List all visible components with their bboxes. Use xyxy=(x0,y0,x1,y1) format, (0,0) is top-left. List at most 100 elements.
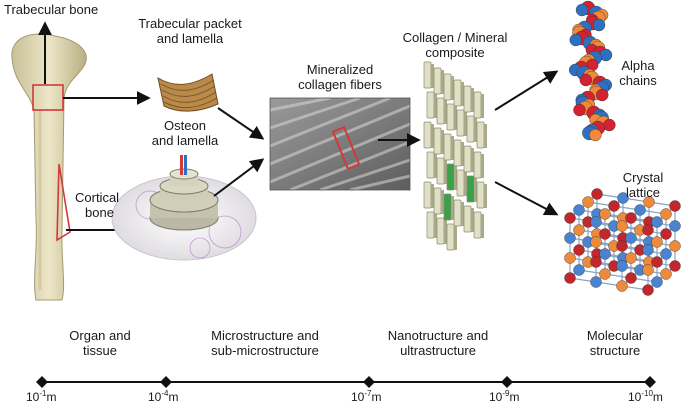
lattice-atom xyxy=(669,240,681,252)
collagen-rod-side xyxy=(434,94,437,118)
lattice-atom xyxy=(590,216,602,228)
collagen-rod xyxy=(426,151,435,179)
scale-level-molecular-line1: Molecular xyxy=(586,328,644,343)
label-alpha-line2: chains xyxy=(619,73,657,88)
lattice-atom xyxy=(642,284,654,296)
collagen-rod-side xyxy=(444,160,447,184)
collagen-rod xyxy=(443,193,452,221)
collagen-rod-side xyxy=(474,178,477,202)
collagen-rod-side xyxy=(451,76,454,100)
label-crystal-line1: Crystal xyxy=(622,170,664,185)
collagen-rod xyxy=(463,205,472,233)
label-crystal-lattice: Crystal lattice xyxy=(610,170,676,200)
scale-level-nano: Nanotructure and ultrastructure xyxy=(368,328,508,358)
scale-level-micro-line1: Microstructure and xyxy=(211,328,319,343)
collagen-rod xyxy=(453,79,462,107)
label-alpha-line1: Alpha xyxy=(621,58,655,73)
collagen-rod xyxy=(473,211,482,239)
collagen-rod-side xyxy=(431,184,434,208)
label-trabecular-packet-line1: Trabecular packet xyxy=(138,16,242,31)
collagen-rod xyxy=(476,121,485,149)
collagen-rod-side xyxy=(461,202,464,226)
collagen-rod xyxy=(463,145,472,173)
lattice-atom xyxy=(651,236,663,248)
lattice-atom xyxy=(642,264,654,276)
lattice-atom xyxy=(616,260,628,272)
label-cortical-line1: Cortical xyxy=(75,190,120,205)
collagen-rod xyxy=(476,181,485,209)
label-mineralized-line1: Mineralized xyxy=(306,62,374,77)
scale-level-micro-line2: sub-microstructure xyxy=(211,343,319,358)
lattice-atom xyxy=(616,220,628,232)
lattice-atom xyxy=(616,280,628,292)
scale-level-nano-line1: Nanotructure and xyxy=(387,328,489,343)
collagen-rod-side xyxy=(451,196,454,220)
collagen-rod xyxy=(466,115,475,143)
lattice-atom xyxy=(660,268,672,280)
collagen-rod-side xyxy=(444,220,447,244)
collagen-rod xyxy=(426,91,435,119)
lattice-atom xyxy=(625,252,637,264)
label-mineralized-line2: collagen fibers xyxy=(298,77,382,92)
collagen-rod xyxy=(466,175,475,203)
lattice-atom xyxy=(617,192,629,204)
helix-sphere xyxy=(596,88,609,102)
alpha-chains-helix xyxy=(568,0,616,142)
scale-tick-5: 10-10m xyxy=(628,389,663,404)
lattice-atom xyxy=(564,252,576,264)
lattice-atom xyxy=(616,240,628,252)
osteon-structure xyxy=(111,155,257,261)
arrow-packet-to-fibers xyxy=(217,107,265,140)
lattice-atom xyxy=(591,188,603,200)
lattice-atom xyxy=(564,232,576,244)
collagen-rod xyxy=(453,199,462,227)
collagen-rod xyxy=(423,121,432,149)
lattice-atom xyxy=(660,228,672,240)
helix-sphere xyxy=(592,18,606,32)
collagen-rod-side xyxy=(451,136,454,160)
lattice-atom xyxy=(625,272,637,284)
label-crystal-line2: lattice xyxy=(626,185,660,200)
lattice-atom xyxy=(660,248,672,260)
lattice-atom xyxy=(573,264,585,276)
label-collagen-line2: composite xyxy=(425,45,485,60)
lattice-atom xyxy=(590,236,602,248)
lattice-atom xyxy=(642,244,654,256)
collagen-rod-side xyxy=(454,226,457,250)
label-collagen-composite: Collagen / Mineral composite xyxy=(390,30,520,60)
collagen-rod xyxy=(463,85,472,113)
collagen-rod-side xyxy=(481,214,484,238)
scale-tick-2: 10-4m xyxy=(148,389,179,404)
lattice-atom xyxy=(590,256,602,268)
lattice-atom xyxy=(599,268,611,280)
helix-sphere xyxy=(569,33,582,47)
scale-level-organ: Organ and tissue xyxy=(50,328,150,358)
collagen-rod xyxy=(453,139,462,167)
collagen-rod-side xyxy=(434,214,437,238)
collagen-rod-side xyxy=(441,70,444,94)
lattice-atom xyxy=(642,224,654,236)
lattice-atom xyxy=(669,260,681,272)
collagen-rod-side xyxy=(464,112,467,136)
lattice-atom xyxy=(573,224,585,236)
lattice-atom xyxy=(643,196,655,208)
collagen-rod-side xyxy=(461,82,464,106)
lattice-atom xyxy=(608,200,620,212)
collagen-rod-side xyxy=(461,142,464,166)
lattice-atom xyxy=(599,228,611,240)
collagen-rod xyxy=(423,61,432,89)
cortical-highlight-wedge xyxy=(56,163,71,242)
lattice-atom xyxy=(590,276,602,288)
arrow-osteon-to-fibers xyxy=(213,158,265,197)
arrow-to-crystal-lattice xyxy=(494,181,559,216)
collagen-rod xyxy=(473,91,482,119)
collagen-rod xyxy=(436,217,445,245)
scale-axis xyxy=(36,376,656,388)
collagen-composite xyxy=(423,61,487,251)
scale-level-micro: Microstructure and sub-microstructure xyxy=(190,328,340,358)
scale-level-organ-line1: Organ and xyxy=(69,328,131,343)
lattice-atom xyxy=(582,196,594,208)
scale-level-molecular-line2: structure xyxy=(589,343,641,358)
arrow-to-alpha-chains xyxy=(494,70,559,111)
